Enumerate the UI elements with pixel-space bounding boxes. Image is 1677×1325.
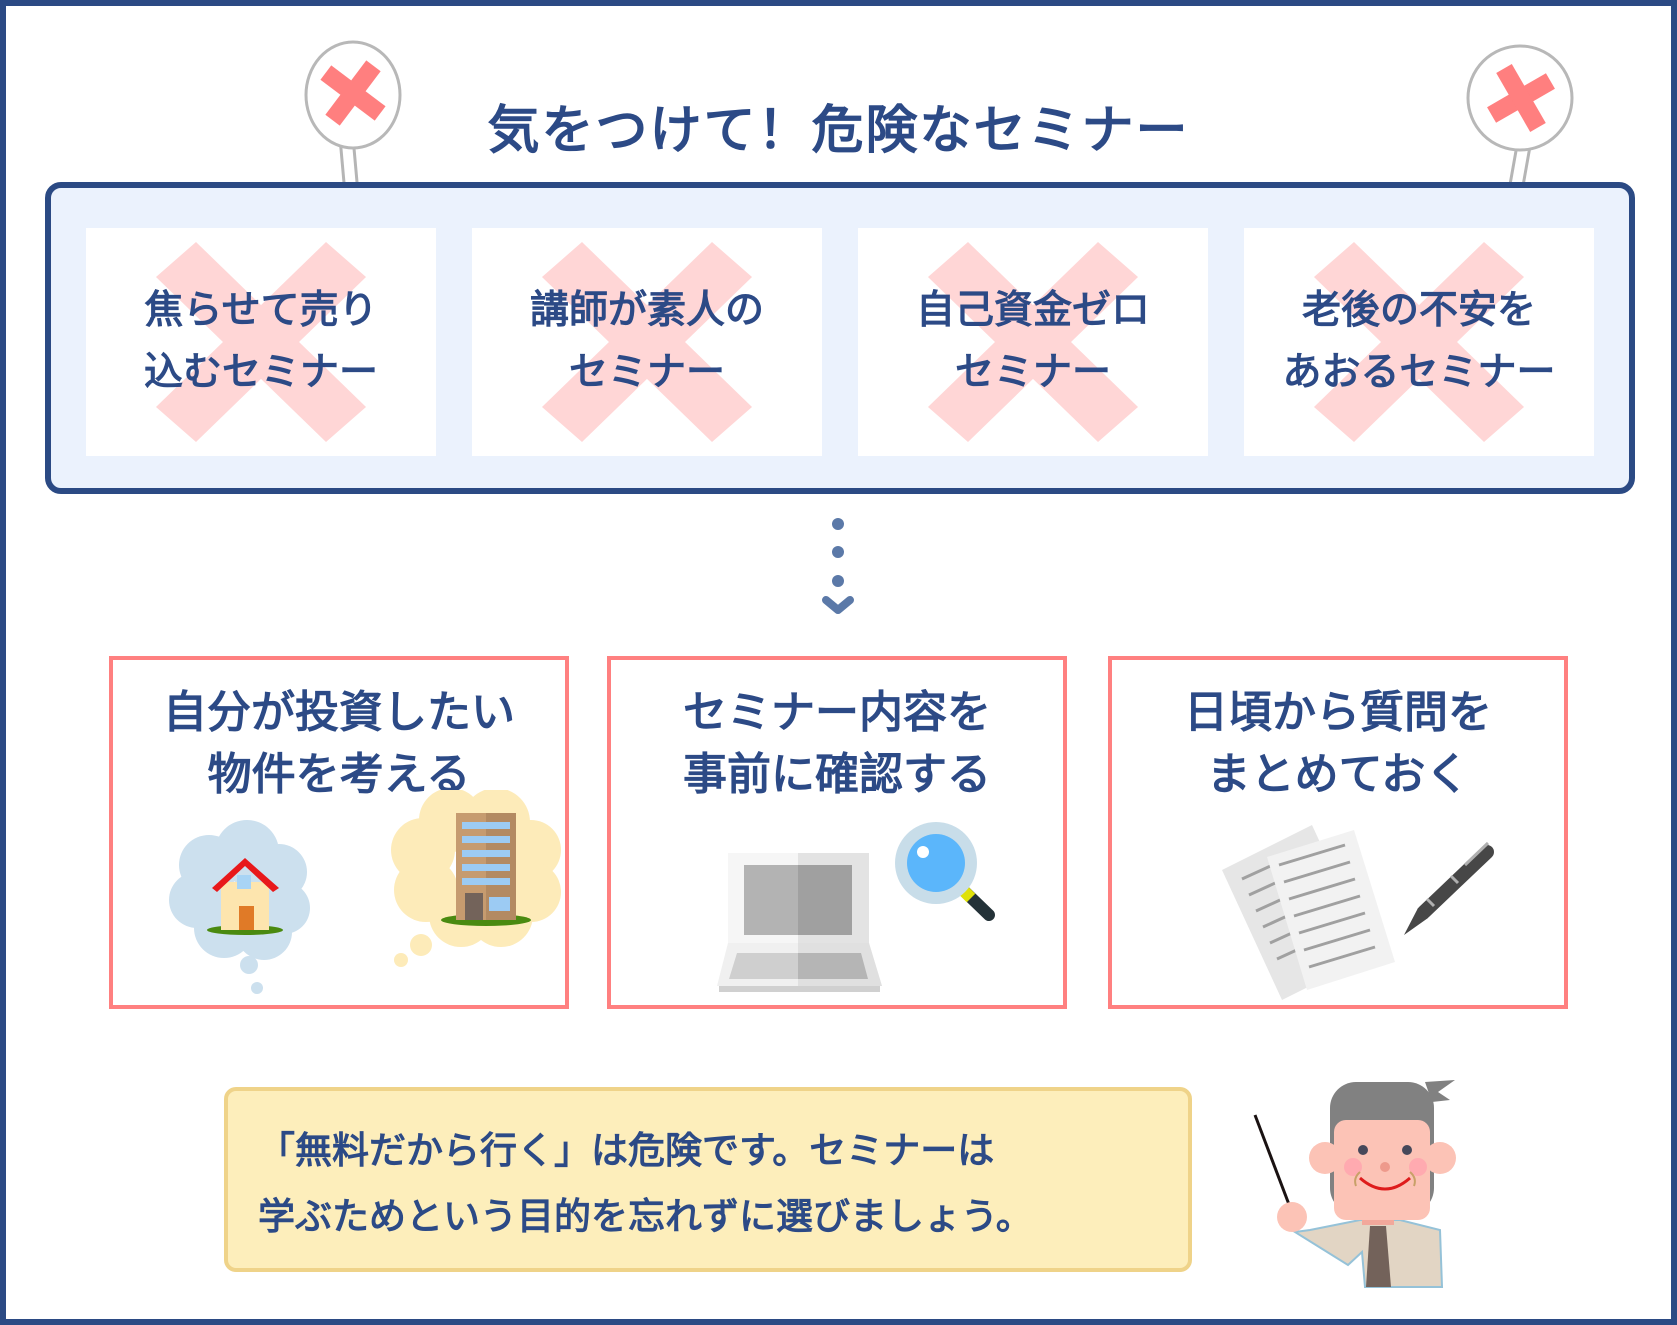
building-thought-bubble-icon	[391, 790, 561, 967]
tip-label: 日頃から質問を まとめておく	[1184, 687, 1492, 800]
teacher-with-pointer-icon	[1253, 1080, 1456, 1288]
magnifier-icon	[895, 822, 995, 921]
advice-text: 「無料だから行く」は危険です。セミナーは 学ぶためという目的を忘れずに選びましょ…	[258, 1129, 1033, 1238]
page-title: 気をつけて！危険なセミナー	[487, 101, 1190, 161]
cross-mark-icon	[928, 242, 1138, 442]
advice-callout: 「無料だから行く」は危険です。セミナーは 学ぶためという目的を忘れずに選びましょ…	[224, 1087, 1192, 1272]
house-thought-bubble-icon	[169, 820, 310, 994]
laptop-icon	[717, 853, 882, 992]
pen-icon	[1404, 841, 1494, 935]
cross-mark-sign-icon	[1466, 44, 1574, 188]
danger-card-label: 自己資金ゼロ セミナー	[915, 288, 1150, 395]
cross-mark-icon	[1314, 242, 1524, 442]
cross-mark-icon	[542, 242, 752, 442]
danger-card: 講師が素人の セミナー	[472, 228, 822, 456]
danger-card: 自己資金ゼロ セミナー	[858, 228, 1208, 456]
danger-card: 老後の不安を あおるセミナー	[1244, 228, 1594, 456]
cross-mark-icon	[156, 242, 366, 442]
documents-icon	[1222, 825, 1395, 1000]
dangerous-seminars-panel: 焦らせて売り 込むセミナー 講師が素人の セミナー 自己資金ゼロ セミナー 老後…	[45, 182, 1635, 494]
danger-card-label: 講師が素人の セミナー	[529, 288, 764, 395]
danger-card: 焦らせて売り 込むセミナー	[86, 228, 436, 456]
dotted-arrow-down-icon	[822, 518, 854, 614]
tip-card-prepare-questions: 日頃から質問を まとめておく	[1108, 656, 1568, 1009]
danger-card-label: 老後の不安を あおるセミナー	[1282, 288, 1556, 395]
danger-card-label: 焦らせて売り 込むセミナー	[143, 288, 378, 395]
cross-mark-sign-icon	[304, 40, 402, 188]
tip-card-think-property: 自分が投資したい 物件を考える	[109, 656, 569, 1009]
tip-label: 自分が投資したい 物件を考える	[163, 687, 515, 800]
tip-label: セミナー内容を 事前に確認する	[683, 687, 991, 800]
tip-card-check-content: セミナー内容を 事前に確認する	[607, 656, 1067, 1009]
